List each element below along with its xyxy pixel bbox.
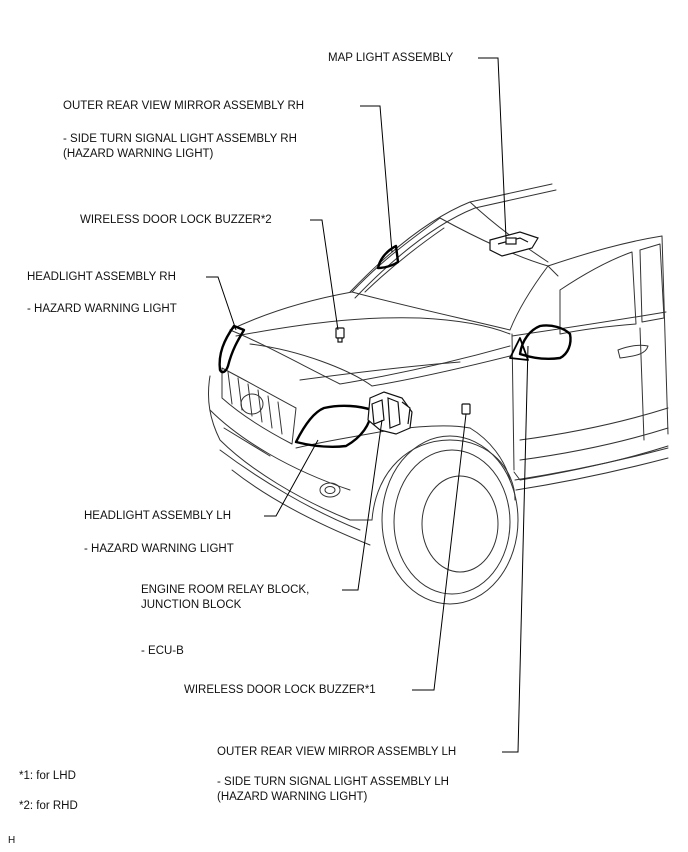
buzzer-lhd-title: WIRELESS DOOR LOCK BUZZER*1	[184, 684, 376, 696]
buzzer-rhd-part	[335, 327, 345, 343]
label-map-light: MAP LIGHT ASSEMBLY	[328, 51, 453, 66]
relay-block-line2: JUNCTION BLOCK	[141, 599, 242, 611]
buzzer-rhd-title: WIRELESS DOOR LOCK BUZZER*2	[80, 214, 272, 226]
mirror-lh-shape	[518, 324, 572, 360]
corner-mark: H	[8, 833, 15, 848]
mirror-lh-sub1: - SIDE TURN SIGNAL LIGHT ASSEMBLY LH	[217, 776, 449, 788]
relay-block-part	[367, 391, 413, 435]
leader-headlight-lh	[264, 439, 319, 517]
label-headlight-rh: HEADLIGHT ASSEMBLY RH	[27, 270, 176, 285]
leader-buzzer-rhd	[310, 219, 339, 331]
label-buzzer-lhd: WIRELESS DOOR LOCK BUZZER*1	[184, 683, 376, 698]
mirror-lh-sub2: (HAZARD WARNING LIGHT)	[217, 791, 368, 803]
headlight-rh-title: HEADLIGHT ASSEMBLY RH	[27, 271, 176, 283]
mirror-lh-title: OUTER REAR VIEW MIRROR ASSEMBLY LH	[217, 746, 457, 758]
leader-relay-block	[342, 419, 383, 591]
leader-buzzer-lhd	[412, 413, 467, 691]
map-light-title: MAP LIGHT ASSEMBLY	[328, 52, 454, 64]
headlight-rh-shape	[218, 324, 246, 374]
label-mirror-rh: OUTER REAR VIEW MIRROR ASSEMBLY RH	[63, 99, 304, 114]
headlight-rh-sub: - HAZARD WARNING LIGHT	[27, 303, 177, 315]
footnote-rhd: *2: for RHD	[19, 799, 78, 814]
ecu-b-title: - ECU-B	[141, 645, 184, 657]
footnote-lhd-text: *1: for LHD	[19, 770, 76, 782]
footnote-rhd-text: *2: for RHD	[19, 800, 78, 812]
vehicle-outline	[207, 183, 669, 605]
headlight-lh-title: HEADLIGHT ASSEMBLY LH	[84, 510, 232, 522]
mirror-rh-title: OUTER REAR VIEW MIRROR ASSEMBLY RH	[63, 100, 305, 112]
mirror-rh-shape	[376, 244, 400, 270]
leader-lines	[206, 57, 529, 753]
mirror-rh-sub2: (HAZARD WARNING LIGHT)	[63, 148, 214, 160]
label-headlight-rh-sub: - HAZARD WARNING LIGHT	[27, 302, 177, 317]
mirror-rh-sub1: - SIDE TURN SIGNAL LIGHT ASSEMBLY RH	[63, 133, 297, 145]
label-ecu-b: - ECU-B	[141, 644, 184, 659]
leader-headlight-rh	[206, 276, 237, 331]
headlight-lh-sub: - HAZARD WARNING LIGHT	[84, 543, 234, 555]
label-relay-block: ENGINE ROOM RELAY BLOCK, JUNCTION BLOCK	[141, 583, 309, 613]
small-parts	[335, 231, 539, 435]
corner-mark-text: H	[8, 835, 16, 846]
label-mirror-lh: OUTER REAR VIEW MIRROR ASSEMBLY LH	[217, 745, 456, 760]
label-mirror-rh-sub: - SIDE TURN SIGNAL LIGHT ASSEMBLY RH (HA…	[63, 132, 297, 162]
label-buzzer-rhd: WIRELESS DOOR LOCK BUZZER*2	[80, 213, 272, 228]
label-mirror-lh-sub: - SIDE TURN SIGNAL LIGHT ASSEMBLY LH (HA…	[217, 775, 449, 805]
map-light-part	[489, 231, 539, 257]
leader-map-light	[478, 57, 507, 239]
relay-block-line1: ENGINE ROOM RELAY BLOCK,	[141, 584, 310, 596]
label-headlight-lh: HEADLIGHT ASSEMBLY LH	[84, 509, 231, 524]
buzzer-lhd-part	[461, 403, 471, 415]
leader-mirror-rh	[360, 105, 393, 253]
footnote-lhd: *1: for LHD	[19, 769, 76, 784]
label-headlight-lh-sub: - HAZARD WARNING LIGHT	[84, 542, 234, 557]
leader-mirror-lh	[502, 345, 529, 753]
